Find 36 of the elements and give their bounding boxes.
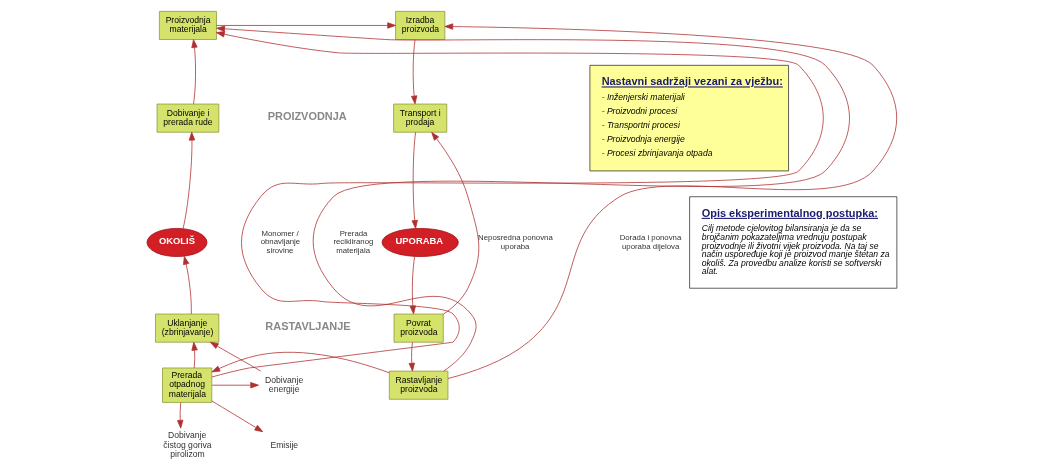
node-box: Dobivanje i prerada rude <box>156 103 220 133</box>
node-box: Transport i prodaja <box>393 103 448 133</box>
node-box: Proizvodnja materijala <box>159 10 217 40</box>
arrow <box>211 400 264 433</box>
arrow <box>411 39 418 105</box>
arrow <box>211 351 390 374</box>
arrow <box>411 131 418 229</box>
node-box: Rastavljanje proizvoda <box>388 370 449 400</box>
arrow <box>182 131 196 229</box>
node-ellipse: UPORABA <box>381 228 459 257</box>
edge-label: Prerada recikliranog materijala <box>333 228 374 256</box>
arrow <box>191 341 198 369</box>
arrow <box>177 402 184 429</box>
arrow <box>211 382 259 389</box>
arrow <box>210 341 262 372</box>
node-ellipse: OKOLIŠ <box>146 228 208 257</box>
edge-label: Dorada i ponovna uporaba dijelova <box>619 233 682 251</box>
arrow <box>409 256 416 315</box>
label: PROIZVODNJA <box>267 110 347 123</box>
node-box: Povrat proizvoda <box>393 313 444 343</box>
node-text: Dobivanje čistog goriva pirolizom <box>163 430 212 459</box>
edge-label: Neposredna ponovna uporaba <box>478 233 553 251</box>
label: RASTAVLJANJE <box>265 320 351 333</box>
arrow <box>431 132 480 315</box>
node-text: Emisije <box>270 439 299 450</box>
arrow <box>191 39 198 105</box>
node-box: Izradba proizvoda <box>395 10 446 40</box>
arrow <box>408 341 415 372</box>
node-text: Dobivanje energije <box>264 374 304 395</box>
node-box: Prerada otpadnog materijala <box>162 367 213 403</box>
edge-label: Monomer / obnavljanje sirovine <box>260 228 301 256</box>
arrow <box>216 22 396 29</box>
node-box: Opis eksperimentalnog postupka: Cilj metode cjelovitog bilansiranja je da se brojčanim pokazateljima vrednuju postupak proizvodnje ili životni vijek proizvoda. Na taj se način uspoređuje koji je proizvod manje štetan za okoliš. Za provedbu analize koristi se softverski alat. <box>689 196 898 289</box>
arrow <box>183 256 192 315</box>
node-box: Nastavni sadržaji vezani za vježbu: - Inženjerski materijali - Proizvodni procesi - Transportni procesi - Proizvodnja energije - Procesi zbrinjavanja otpada <box>589 64 789 172</box>
node-box: Uklanjanje (zbrinjavanje) <box>155 313 220 343</box>
